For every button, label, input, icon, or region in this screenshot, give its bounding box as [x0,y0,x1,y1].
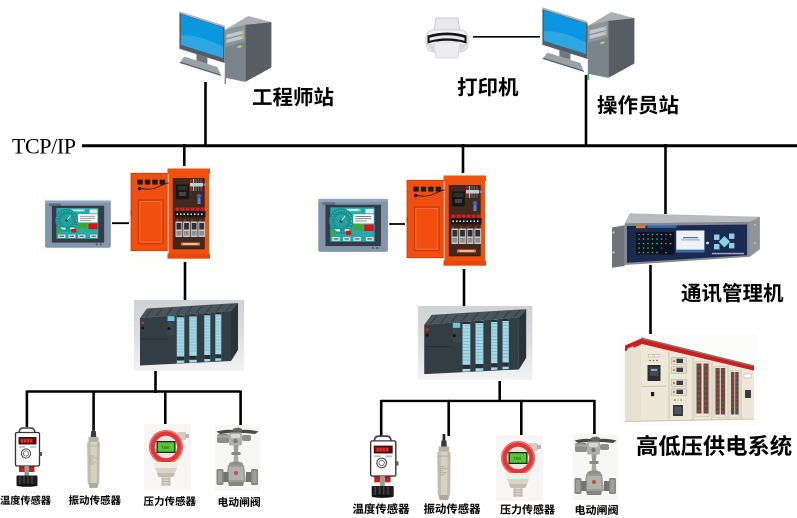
svg-text:TCP/IP: TCP/IP [12,134,76,159]
